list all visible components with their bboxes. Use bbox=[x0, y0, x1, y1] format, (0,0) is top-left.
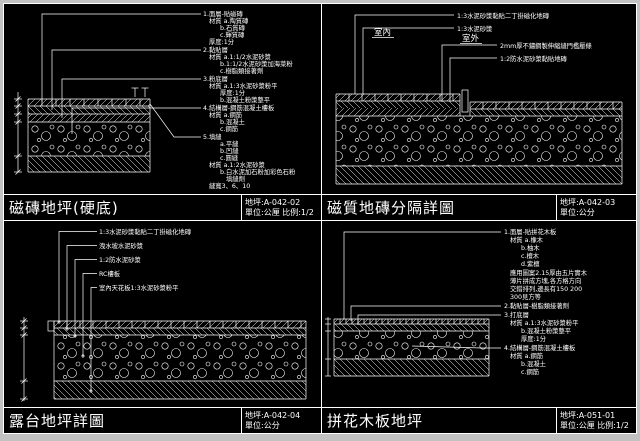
note-line: 厚度:1分 bbox=[209, 37, 235, 46]
terrace-floor-drawing: 1:3水泥砂漿黏貼二丁掛磁化地磚 洩水坡水泥砂漿 1:2防水泥砂漿 RC樓板 室… bbox=[4, 221, 321, 407]
label-underlines bbox=[372, 37, 482, 44]
titlebar: 磁磚地坪(硬底) 地坪:A-042-02 單位:公厘 比例:1/2 bbox=[4, 194, 321, 220]
annotation-notes: 1:3水泥砂漿黏貼二丁掛磁化地磚 洩水坡水泥砂漿 1:2防水泥砂漿 RC樓板 室… bbox=[99, 227, 192, 292]
note-line: 材質 a.1:3水泥砂漿粉平 bbox=[209, 81, 277, 90]
drawing-unit-scale: 單位:公厘 比例:1/2 bbox=[560, 420, 629, 430]
note-line: 材質 a.陶質磚 bbox=[209, 16, 249, 25]
dimension-lines bbox=[20, 317, 28, 402]
note-line: 5.填縫 bbox=[203, 132, 222, 141]
note-line: c.輝質磚 bbox=[220, 30, 245, 39]
note-line: 縫寬3、6、10 bbox=[209, 181, 250, 190]
drawing-info: 地坪:A-051-01 單位:公厘 比例:1/2 bbox=[556, 408, 636, 433]
note-line: c.圓縫 bbox=[220, 153, 239, 162]
note-line: 4.結構層-鋼筋混凝土樓板 bbox=[203, 103, 275, 112]
leader-lines bbox=[354, 14, 497, 102]
titlebar: 露台地坪詳圖 地坪:A-042-04 單位:公分 bbox=[4, 407, 321, 433]
note-line: 1:3水泥砂漿黏貼二丁掛磁化地磚 bbox=[99, 227, 192, 236]
note-line: RC樓板 bbox=[99, 269, 121, 278]
annotation-notes: 1.面層-貼拼花木板 材質 a.橡木 b.柚木 c.檀木 d.紫檀 應用圖案2.… bbox=[504, 227, 588, 376]
note-line: 2mm厚不鏽鋼製伸縮縫門檻壓條 bbox=[500, 41, 593, 50]
note-line: 材質 a.鋼筋 bbox=[510, 351, 543, 360]
outdoor-label: 室外 bbox=[462, 33, 480, 44]
section-view bbox=[47, 320, 307, 400]
leader-lines bbox=[41, 13, 201, 138]
drawing-info: 地坪:A-042-04 單位:公分 bbox=[241, 408, 321, 433]
note-line: 材質 a.1:1/2水泥砂漿 bbox=[209, 52, 272, 61]
drawing-number: 地坪:A-042-04 bbox=[245, 410, 301, 420]
panel-terrace-floor-detail: 1:3水泥砂漿黏貼二丁掛磁化地磚 洩水坡水泥砂漿 1:2防水泥砂漿 RC樓板 室… bbox=[4, 221, 321, 433]
tile-floor-hard-base-drawing: 1.面層-貼磁磚 材質 a.陶質磚 b.石質磚 c.輝質磚 厚度:1分 2.黏貼… bbox=[4, 4, 321, 194]
note-line: 材質 a.1:2水泥砂漿 bbox=[209, 160, 265, 169]
note-line: 1:3水泥砂漿 bbox=[457, 24, 493, 33]
dimension-lines bbox=[14, 92, 22, 175]
drawing-number: 地坪:A-051-01 bbox=[560, 410, 616, 420]
section-view bbox=[27, 98, 151, 173]
titlebar: 磁質地磚分隔詳圖 地坪:A-042-03 單位:公分 bbox=[322, 194, 636, 220]
section-view bbox=[333, 318, 490, 377]
panel-title: 磁磚地坪(硬底) bbox=[9, 199, 119, 217]
note-line: 3.打底層 bbox=[504, 310, 529, 319]
note-line: 材質 a.鋼筋 bbox=[209, 110, 242, 119]
note-line: 300見方等 bbox=[510, 292, 542, 301]
annotation-notes: 1:3水泥砂漿黏貼二丁掛磁化地磚 1:3水泥砂漿 2mm厚不鏽鋼製伸縮縫門檻壓條… bbox=[374, 11, 593, 63]
note-line: b.石質磚 bbox=[220, 23, 246, 32]
note-line: c.鋼筋 bbox=[220, 124, 238, 133]
note-line: 3.粉底層 bbox=[203, 74, 228, 83]
drawing-number: 地坪:A-042-02 bbox=[245, 197, 301, 207]
note-line: 洩水坡水泥砂漿 bbox=[99, 241, 144, 250]
tile-divider-drawing: 1:3水泥砂漿黏貼二丁掛磁化地磚 1:3水泥砂漿 2mm厚不鏽鋼製伸縮縫門檻壓條… bbox=[322, 4, 636, 194]
note-line: b.混凝土 bbox=[521, 359, 546, 368]
note-line: 2.黏貼層 bbox=[203, 45, 228, 54]
section-view bbox=[335, 89, 623, 185]
note-line: c.鋼筋 bbox=[521, 367, 539, 376]
note-line: 厚度:1分 bbox=[220, 88, 246, 97]
note-line: d.紫檀 bbox=[521, 259, 540, 268]
note-line: 1:2防水泥砂漿 bbox=[99, 255, 141, 264]
panel-tile-floor-hard-base: 1.面層-貼磁磚 材質 a.陶質磚 b.石質磚 c.輝質磚 厚度:1分 2.黏貼… bbox=[4, 4, 321, 220]
note-line: 室內天花板1:3水泥砂漿粉平 bbox=[99, 283, 178, 292]
note-line: 1.面層-貼拼花木板 bbox=[504, 227, 557, 236]
panel-parquet-floor: 1.面層-貼拼花木板 材質 a.橡木 b.柚木 c.檀木 d.紫檀 應用圖案2.… bbox=[322, 221, 636, 433]
note-line: b.白水泥加石粉加彩色石粉 bbox=[220, 167, 296, 176]
panel-title: 拼花木板地坪 bbox=[327, 412, 424, 430]
note-line: 材質 a.橡木 bbox=[510, 235, 544, 244]
parquet-floor-drawing: 1.面層-貼拼花木板 材質 a.橡木 b.柚木 c.檀木 d.紫檀 應用圖案2.… bbox=[322, 221, 636, 407]
drawing-number: 地坪:A-042-03 bbox=[560, 197, 616, 207]
note-line: b.凹縫 bbox=[220, 146, 239, 155]
dimension-lines bbox=[325, 317, 331, 377]
note-line: 填縫劑 bbox=[226, 174, 245, 183]
note-line: 薄片拼成方塊,各方格方向 bbox=[510, 276, 581, 285]
drawing-unit-scale: 單位:公厘 比例:1/2 bbox=[245, 207, 314, 217]
note-line: a.平縫 bbox=[220, 139, 239, 148]
panel-title: 露台地坪詳圖 bbox=[9, 412, 106, 430]
note-line: 4.結構層-鋼筋混凝土樓板 bbox=[504, 343, 576, 352]
note-line: 厚度:1分 bbox=[521, 334, 547, 343]
note-line: c.檀木 bbox=[521, 251, 540, 260]
drawing-unit-scale: 單位:公分 bbox=[560, 207, 595, 217]
note-line: 應用圖案2.15厚由五片實木 bbox=[510, 268, 588, 277]
note-line: 1:3水泥砂漿黏貼二丁掛磁化地磚 bbox=[457, 11, 550, 20]
joint-detail-marks bbox=[131, 87, 149, 97]
note-line: 1.面層-貼磁磚 bbox=[203, 9, 243, 18]
cad-sheet: 1.面層-貼磁磚 材質 a.陶質磚 b.石質磚 c.輝質磚 厚度:1分 2.黏貼… bbox=[3, 3, 637, 434]
note-line: b.柚木 bbox=[521, 243, 540, 252]
note-line: b.混凝土粉漿整平 bbox=[521, 326, 571, 335]
note-line: 1:2防水泥砂漿黏貼地磚 bbox=[500, 54, 568, 63]
drawing-info: 地坪:A-042-03 單位:公分 bbox=[556, 195, 636, 220]
panel-tile-divider-detail: 1:3水泥砂漿黏貼二丁掛磁化地磚 1:3水泥砂漿 2mm厚不鏽鋼製伸縮縫門檻壓條… bbox=[322, 4, 636, 220]
drawing-info: 地坪:A-042-02 單位:公厘 比例:1/2 bbox=[241, 195, 321, 220]
indoor-label: 室內 bbox=[374, 27, 391, 38]
note-line: b.1:1/2水泥砂漿加海菜粉 bbox=[220, 59, 293, 68]
note-line: b.混凝土 bbox=[220, 117, 245, 126]
titlebar: 拼花木板地坪 地坪:A-051-01 單位:公厘 比例:1/2 bbox=[322, 407, 636, 433]
note-line: 交錯排列,邊長有150 200 bbox=[510, 284, 582, 293]
note-line: c.樹脂類接著劑 bbox=[220, 66, 263, 75]
note-line: 2.黏貼層-樹脂類接著劑 bbox=[504, 301, 569, 310]
panel-title: 磁質地磚分隔詳圖 bbox=[327, 199, 456, 217]
note-line: b.混凝土粉漿整平 bbox=[220, 95, 270, 104]
drawing-unit-scale: 單位:公分 bbox=[245, 420, 280, 430]
annotation-notes: 1.面層-貼磁磚 材質 a.陶質磚 b.石質磚 c.輝質磚 厚度:1分 2.黏貼… bbox=[203, 9, 296, 190]
note-line: 材質 a.1:3水泥砂漿粉平 bbox=[510, 318, 578, 327]
